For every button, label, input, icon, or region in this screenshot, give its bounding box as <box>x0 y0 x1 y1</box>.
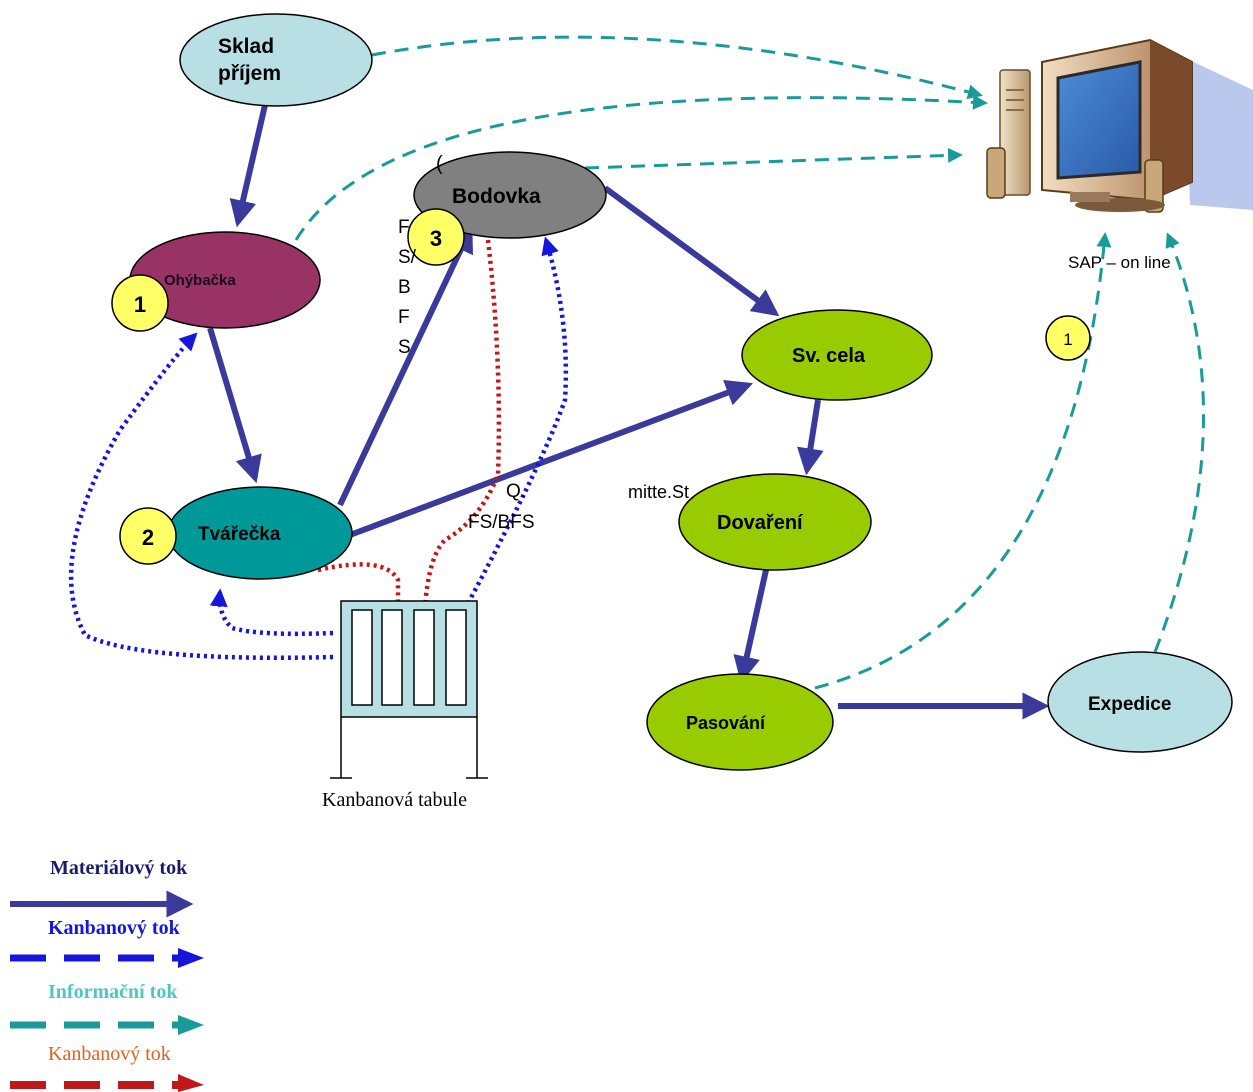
svg-text:2: 2 <box>142 525 154 550</box>
paren-label: ( <box>436 153 443 175</box>
legend-kanban-red-label: Kanbanový tok <box>48 1043 171 1065</box>
flow-dovareni-pasovani <box>733 569 769 684</box>
badge-ohybacka: 1 <box>111 274 169 332</box>
kanban-board-ohybacka <box>68 332 334 660</box>
svg-text:3: 3 <box>430 226 442 251</box>
node-pasovani-label: Pasování <box>686 713 766 733</box>
mitte-label: mitte.St <box>628 482 689 502</box>
node-expedice-label: Expedice <box>1088 694 1171 715</box>
node-expedice: Expedice <box>1047 651 1233 753</box>
fs-bfs-q: Q. <box>506 481 526 502</box>
badge-tvarecka: 2 <box>119 507 177 565</box>
sap-label: SAP – on line <box>1068 253 1171 272</box>
node-sklad-line2: příjem <box>218 62 281 85</box>
flow-ohybacka-tvarecka <box>207 327 262 484</box>
badge-bodovka: 3 <box>407 208 465 266</box>
svg-text:1: 1 <box>134 292 146 317</box>
legend-material-label: Materiálový tok <box>50 857 188 879</box>
info-sklad-sap <box>371 35 983 100</box>
sap-computer-icon <box>986 38 1253 213</box>
kanban-flow-red <box>317 239 502 644</box>
vertical-letter: F <box>398 307 410 328</box>
node-ohybacka-label: Ohýbačka <box>164 272 236 289</box>
node-svcela: Sv. cela <box>741 309 933 401</box>
kanban-flow-blue <box>68 236 569 660</box>
node-pasovani: Pasování <box>646 673 834 771</box>
node-sklad-line1: Sklad <box>218 35 274 58</box>
node-dovareni-label: Dovaření <box>717 512 804 534</box>
info-ohybacka-sap <box>294 94 988 241</box>
kanban-board-label: Kanbanová tabule <box>322 789 467 811</box>
flow-bodovka-svcela <box>603 185 780 317</box>
material-flow <box>207 104 1050 720</box>
node-svcela-label: Sv. cela <box>792 345 866 367</box>
node-bodovka-label: Bodovka <box>452 185 541 208</box>
kanban-board-bodovka <box>456 236 569 624</box>
vertical-letter: S <box>398 337 411 358</box>
fs-bfs-label: FS/BFS <box>468 512 535 533</box>
information-flow <box>294 35 1205 690</box>
flow-sklad-ohybacka <box>229 104 268 228</box>
info-bodovka-sap <box>584 147 963 170</box>
flow-svcela-dovareni <box>797 399 824 476</box>
node-tvarecka-label: Tvářečka <box>198 524 281 545</box>
vertical-letters: FS/BFS <box>398 217 417 358</box>
node-tvarecka: Tvářečka <box>167 486 353 580</box>
node-bodovka: Bodovka <box>413 151 607 239</box>
legend-kanban-blue-label: Kanbanový tok <box>48 917 181 939</box>
svg-text:1: 1 <box>1063 330 1072 349</box>
info-pasovani-sap <box>814 232 1112 690</box>
kanban-board <box>330 600 488 779</box>
vertical-letter: F <box>398 217 410 238</box>
flow-tvarecka-bodovka <box>337 225 473 507</box>
flow-tvarecka-svcela <box>348 379 754 538</box>
kanban-tvarecka-board <box>317 562 407 644</box>
legend-info-label: Informační tok <box>48 981 178 1003</box>
vertical-letter: B <box>398 277 411 298</box>
legend: Materiálový tok Kanbanový tok Informační… <box>10 857 204 1092</box>
node-dovareni: Dovaření <box>678 473 872 571</box>
info-expedice-sap <box>1153 232 1205 653</box>
kanban-bodovka-board <box>415 239 502 636</box>
vertical-letter: S/ <box>398 247 417 268</box>
kanban-board-tvarecka <box>209 588 334 637</box>
node-sklad: Sklad příjem <box>179 13 373 107</box>
badge-sap: 1 <box>1045 315 1091 361</box>
node-ohybacka: Ohýbačka <box>129 231 321 329</box>
